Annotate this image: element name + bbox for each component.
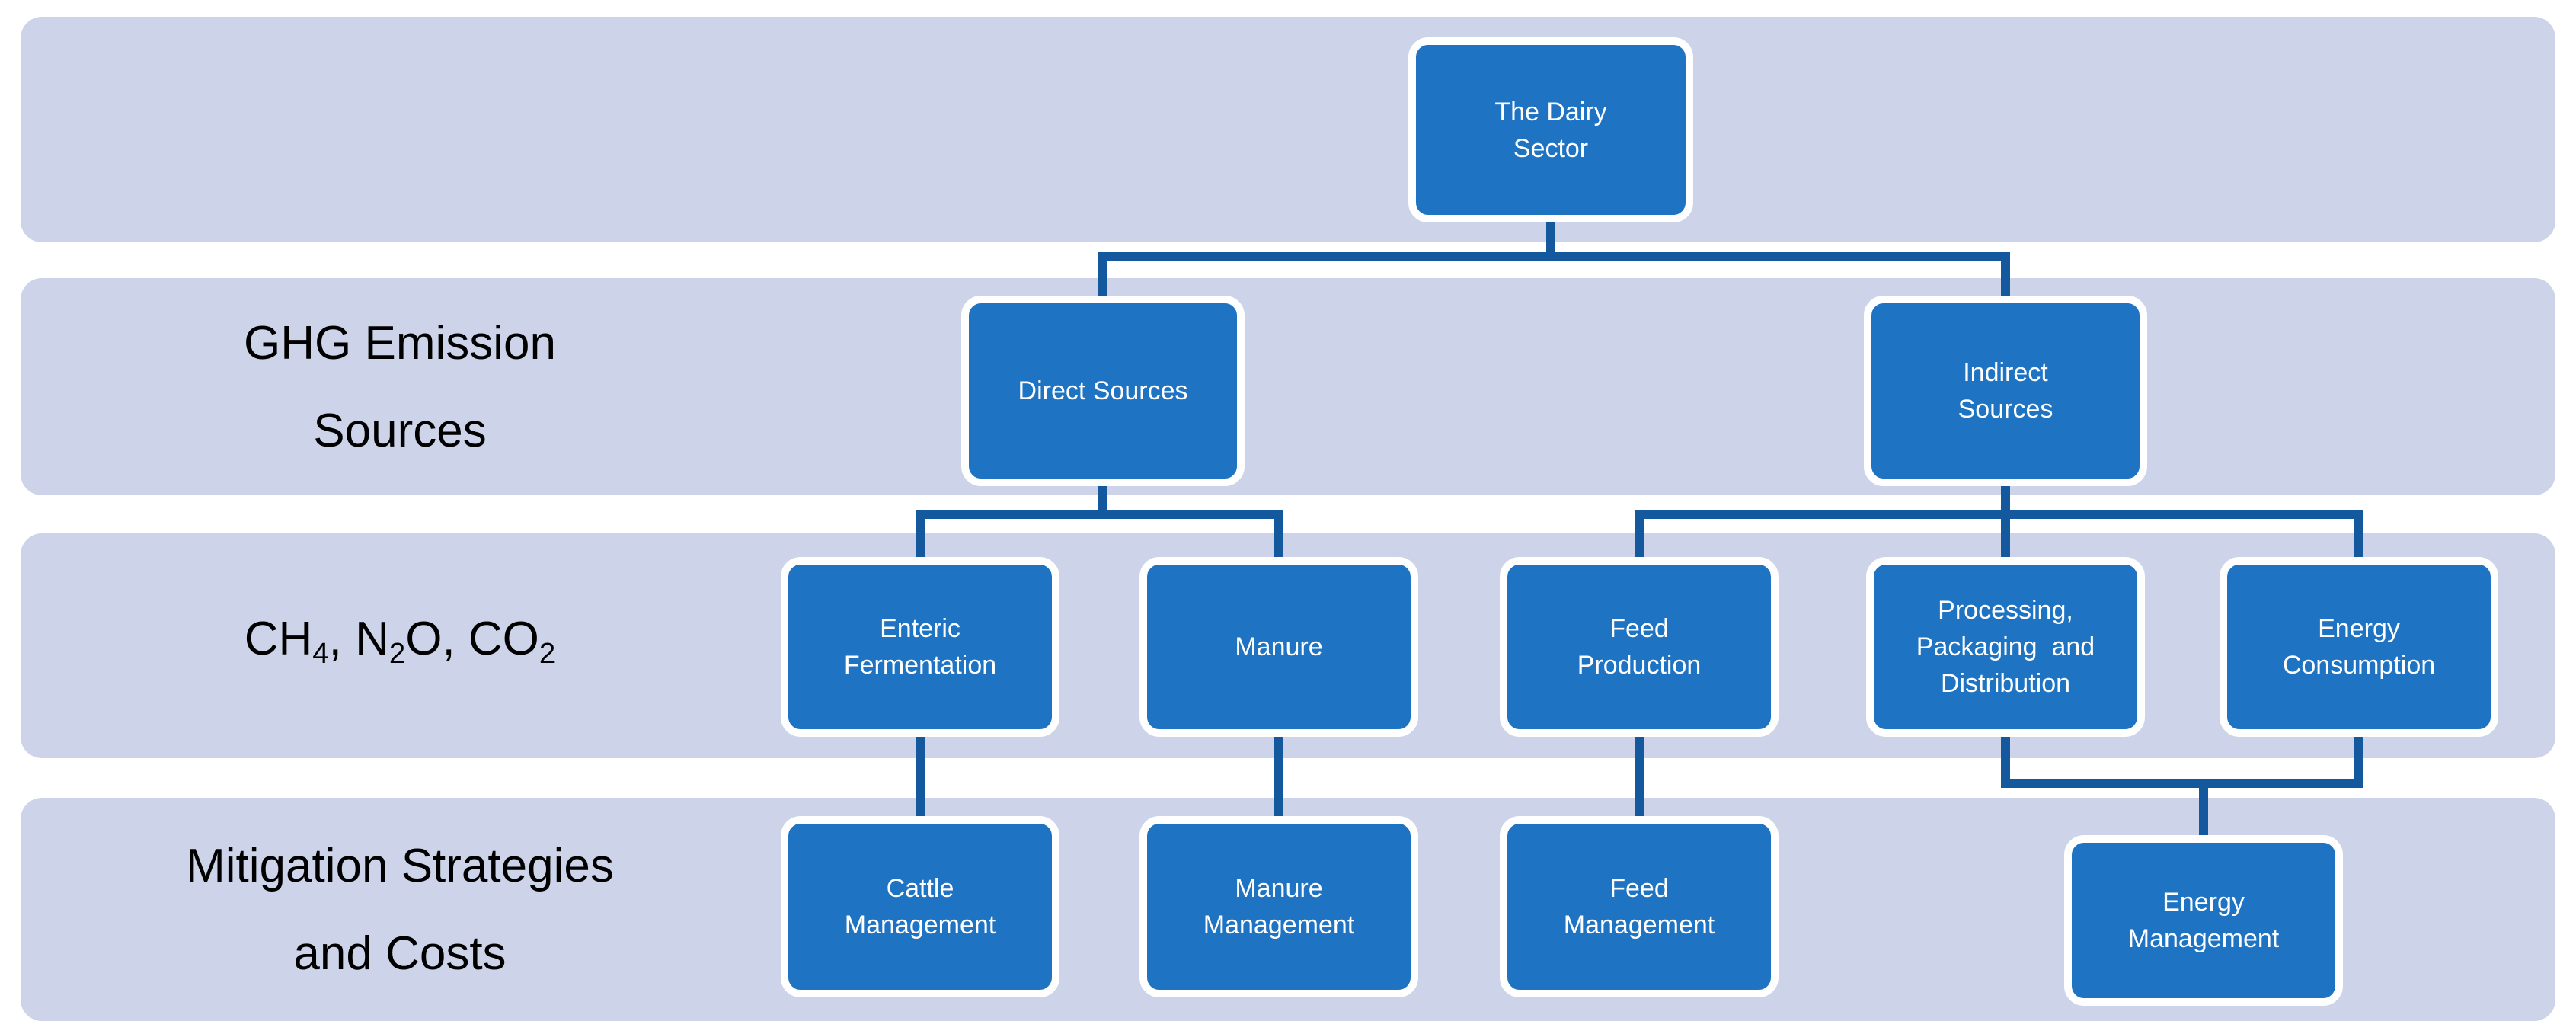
connector-merge-to-energy-mgmt [2199,779,2208,835]
connector-feedprod-to-feed-mgmt [1635,737,1644,816]
node-direct-sources: Direct Sources [961,296,1245,486]
connector-drop-indirect-sources [2001,252,2010,296]
connector-drop-enteric [916,510,925,557]
node-direct-sources-label: Direct Sources [1018,376,1188,405]
connector-drop-manure [1274,510,1283,557]
connector-drop-feed-production [1635,510,1644,557]
connector-manure-to-manure-mgmt [1274,737,1283,816]
row-label-gases: CH4, N2O, CO2 [244,612,556,670]
connector-drop-processing [2001,510,2010,557]
connector-indirect-split-bar [1635,510,2363,519]
connector-dairy-split-bar [1098,252,2010,261]
node-manure-label: Manure [1235,632,1323,661]
connector-merge-bar [2001,779,2363,788]
connector-processing-to-merge [2001,737,2010,788]
node-manure: Manure [1139,557,1418,737]
connector-drop-energy-consumption [2354,510,2363,557]
connector-dairy-stub [1546,222,1555,261]
connector-drop-direct-sources [1098,252,1107,296]
connector-direct-split-bar [916,510,1283,519]
connector-enteric-to-cattle-mgmt [916,737,925,816]
connector-energycons-to-merge [2354,737,2363,788]
band-row-dairy-sector [21,17,2555,242]
